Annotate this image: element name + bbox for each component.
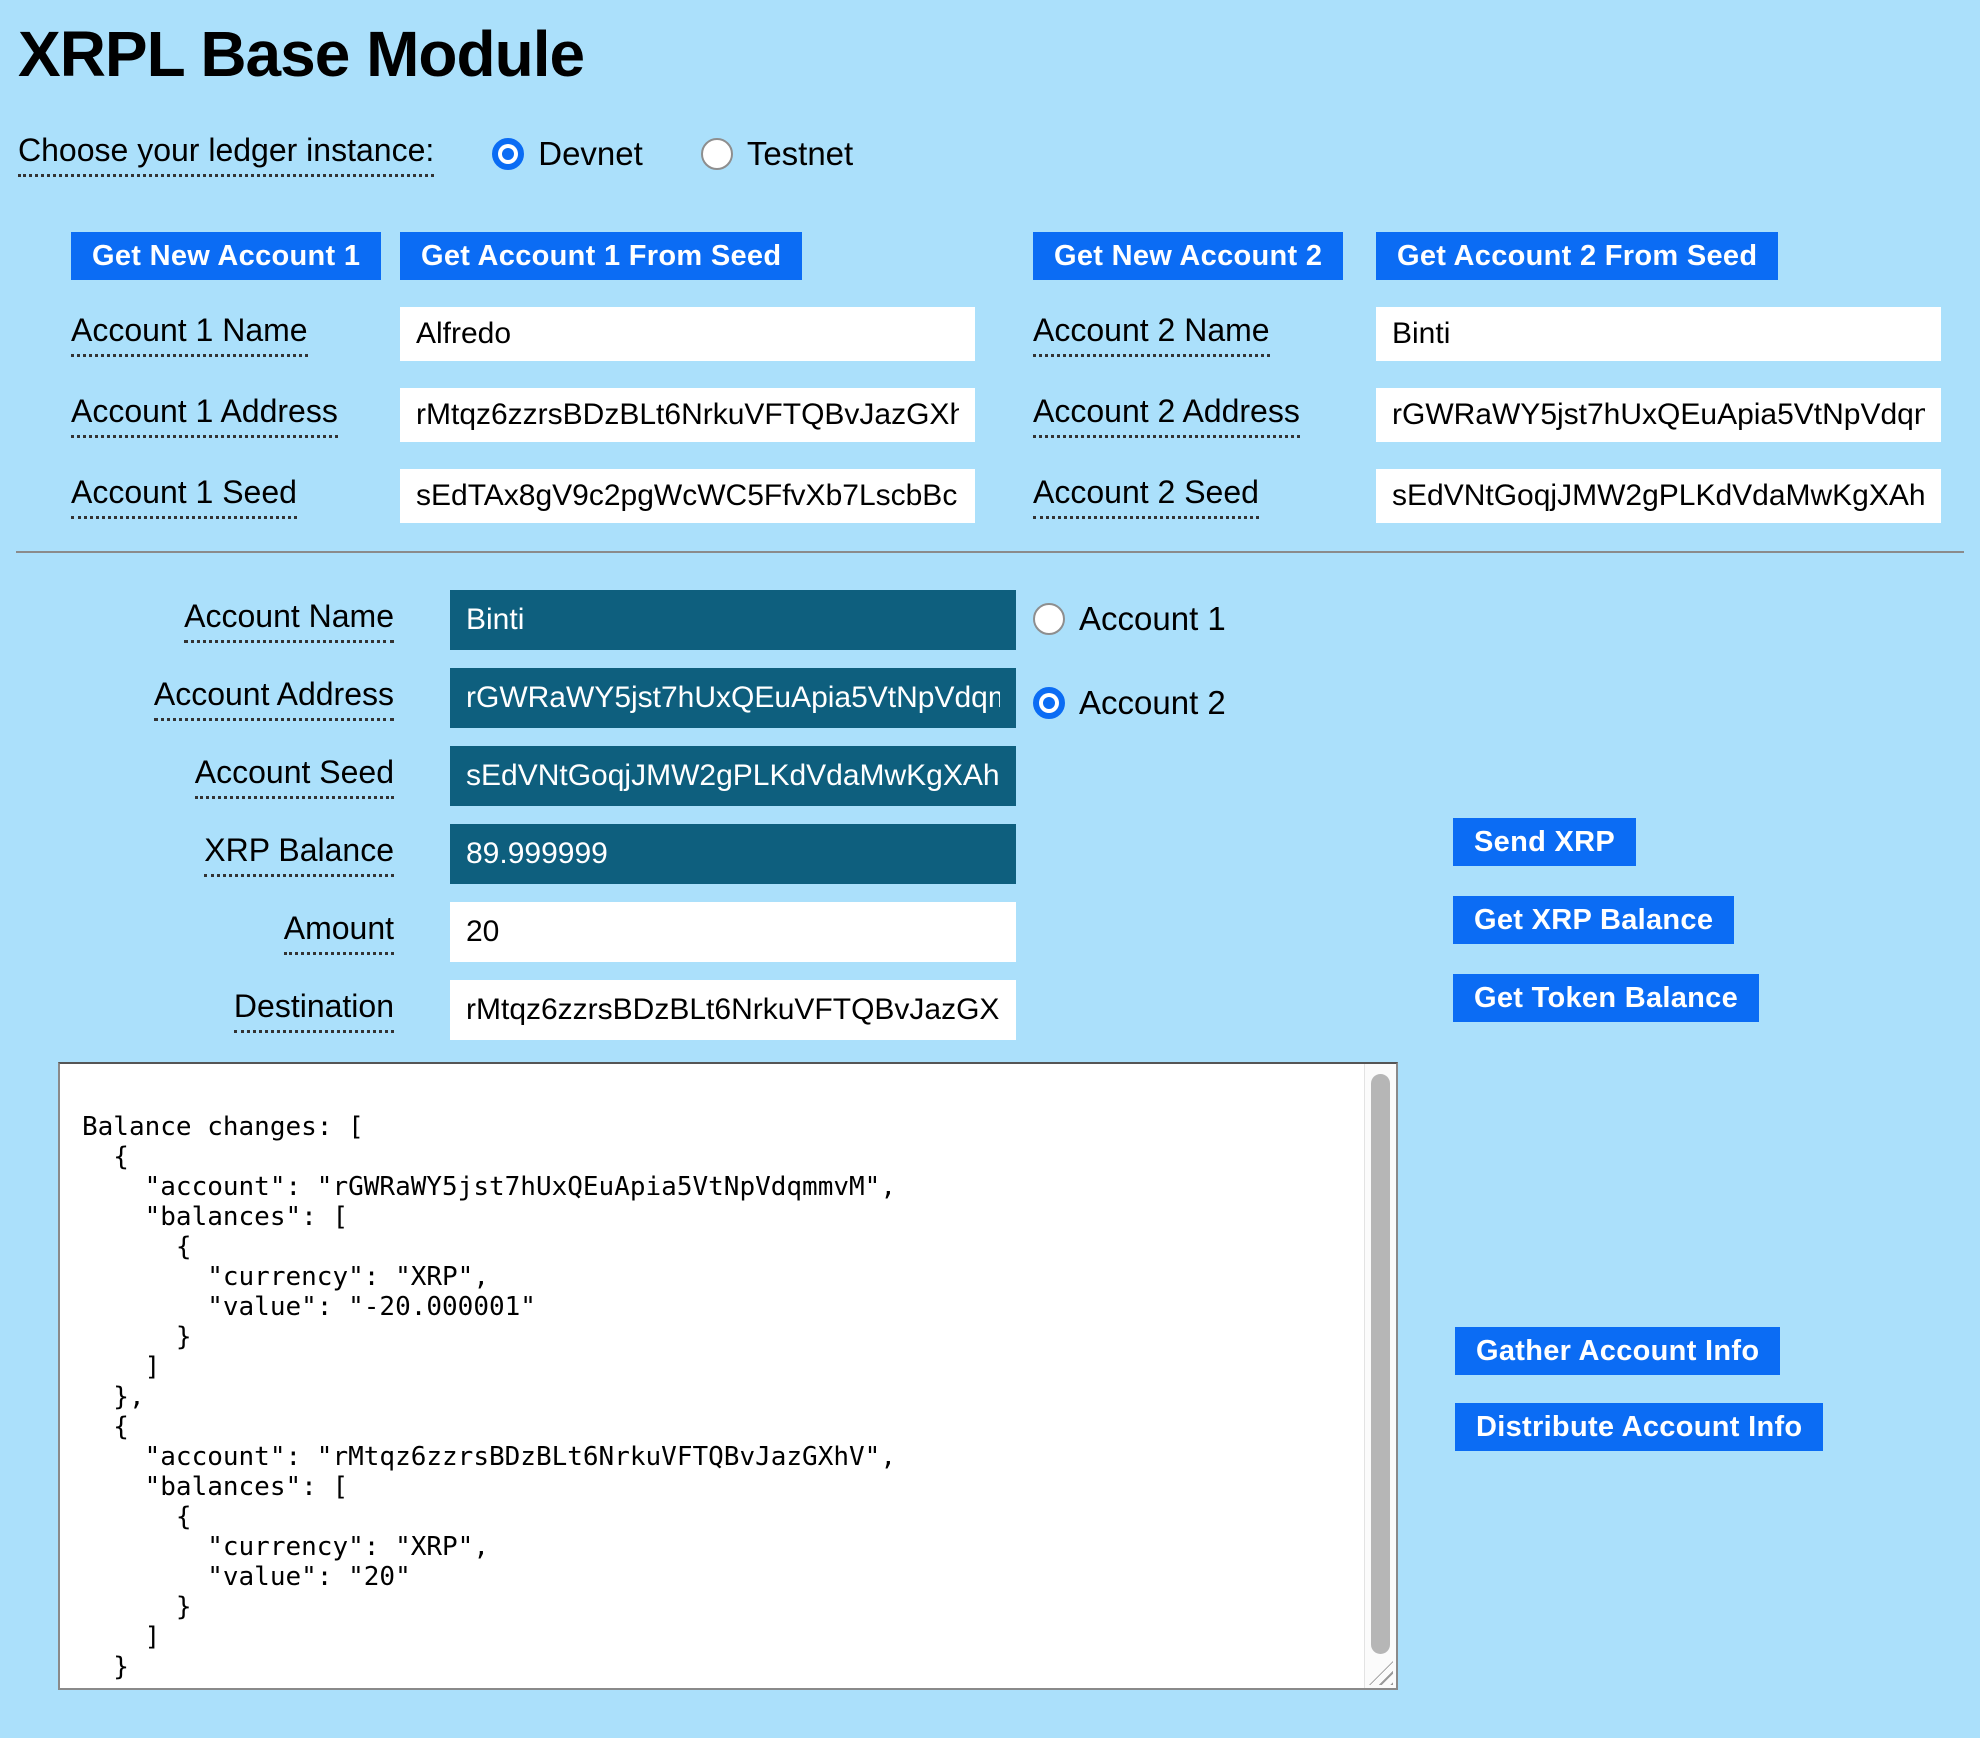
testnet-radio-icon[interactable] [700,138,733,170]
account-1-seed-label: Account 1 Seed [71,474,297,519]
amount-label: Amount [283,910,394,955]
account-2-radio-icon[interactable] [1033,687,1065,719]
account-name-label: Account Name [184,598,394,643]
radio-account-1[interactable]: Account 1 [1033,600,1226,638]
get-new-account-2-button[interactable]: Get New Account 2 [1033,232,1344,280]
account-name-field[interactable] [450,590,1016,650]
destination-label: Destination [233,988,394,1033]
account-2-name-input[interactable] [1376,307,1941,361]
get-account-1-from-seed-button[interactable]: Get Account 1 From Seed [400,232,803,280]
account-2-radio-label: Account 2 [1079,684,1226,721]
radio-testnet[interactable]: Testnet [700,135,854,173]
account-1-seed-input[interactable] [400,469,975,523]
ledger-instance-label: Choose your ledger instance: [18,132,435,177]
account-seed-field[interactable] [450,746,1016,806]
get-xrp-balance-button[interactable]: Get XRP Balance [1453,896,1735,944]
account-2-address-label: Account 2 Address [1033,393,1300,438]
amount-input[interactable] [450,902,1016,962]
destination-input[interactable] [450,980,1016,1040]
account-info-buttons: Gather Account Info Distribute Account I… [1455,1327,1824,1451]
account-1-radio-label: Account 1 [1079,600,1226,637]
page-title: XRPL Base Module [18,18,585,90]
section-divider [16,551,1964,553]
account-2-seed-input[interactable] [1376,469,1941,523]
results-textarea[interactable]: Balance changes: [ { "account": "rGWRaWY… [58,1062,1398,1690]
radio-devnet[interactable]: Devnet [492,135,643,173]
radio-account-2[interactable]: Account 2 [1033,684,1226,722]
results-content: Balance changes: [ { "account": "rGWRaWY… [82,1112,896,1682]
xrp-balance-field[interactable] [450,824,1016,884]
account-address-label: Account Address [153,676,394,721]
testnet-radio-label: Testnet [746,135,854,172]
send-xrp-button[interactable]: Send XRP [1453,818,1636,866]
selected-account-panel: Account Name Account Address Account See… [0,590,1980,1051]
get-account-2-from-seed-button[interactable]: Get Account 2 From Seed [1376,232,1779,280]
account-1-address-input[interactable] [400,388,975,442]
get-token-balance-button[interactable]: Get Token Balance [1453,974,1760,1022]
account-selector: Account 1 Account 2 [1033,600,1226,722]
account-1-address-label: Account 1 Address [71,393,338,438]
accounts-panel: Get New Account 1 Get Account 1 From See… [71,232,1980,523]
account-seed-label: Account Seed [194,754,394,799]
get-new-account-1-button[interactable]: Get New Account 1 [71,232,382,280]
ledger-instance-row: Choose your ledger instance: Devnet Test… [18,132,1980,177]
distribute-account-info-button[interactable]: Distribute Account Info [1455,1403,1824,1451]
gather-account-info-button[interactable]: Gather Account Info [1455,1327,1781,1375]
account-address-field[interactable] [450,668,1016,728]
results-scrollbar-thumb[interactable] [1371,1074,1390,1654]
account-1-name-input[interactable] [400,307,975,361]
account-2-address-input[interactable] [1376,388,1941,442]
account-2-name-label: Account 2 Name [1033,312,1270,357]
results-scrollbar[interactable] [1364,1064,1396,1688]
account-1-name-label: Account 1 Name [71,312,308,357]
account-2-seed-label: Account 2 Seed [1033,474,1259,519]
devnet-radio-icon[interactable] [492,138,525,170]
devnet-radio-label: Devnet [538,135,643,172]
xrp-balance-label: XRP Balance [204,832,394,877]
account-1-radio-icon[interactable] [1033,603,1065,635]
